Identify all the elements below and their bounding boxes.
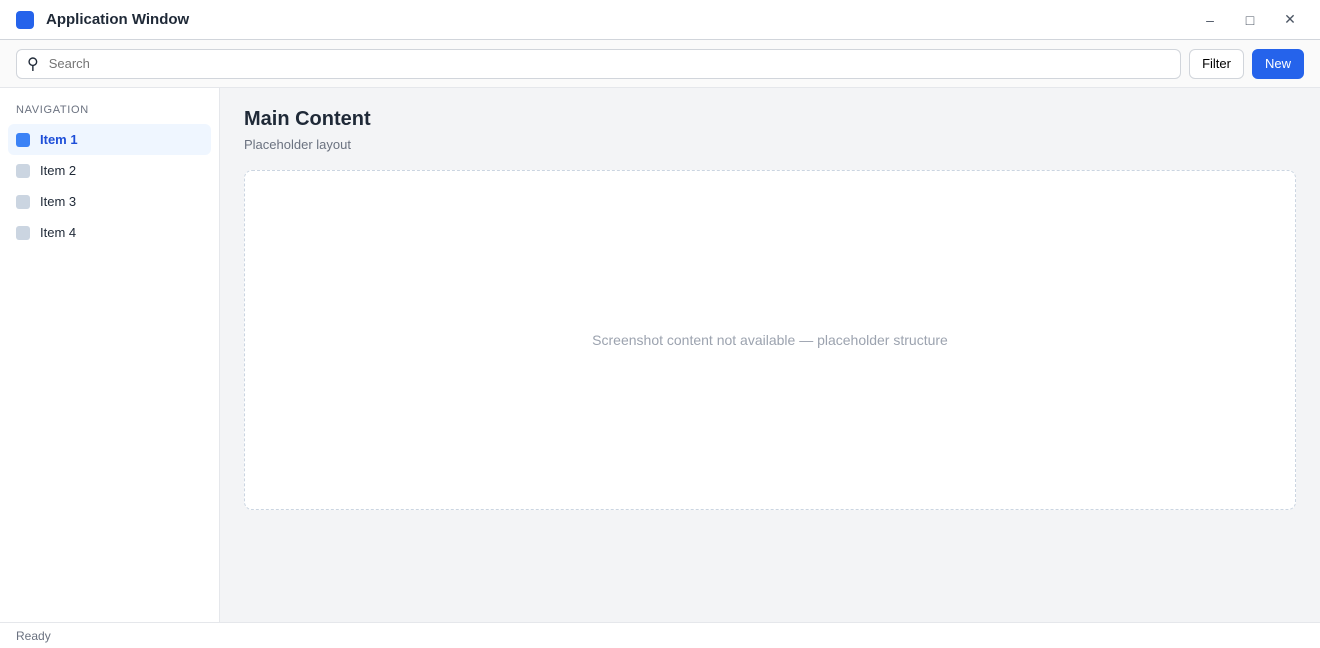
sidebar-item-3[interactable]: Item 3 xyxy=(8,186,211,217)
item-icon xyxy=(16,225,30,240)
item-icon xyxy=(16,194,30,209)
sidebar-item-label: Item 2 xyxy=(40,163,77,178)
toolbar: ⚲ Filter New xyxy=(0,40,1320,88)
page-subtitle: Placeholder layout xyxy=(244,137,351,152)
sidebar-item-label: Item 1 xyxy=(40,132,78,147)
sidebar-item-label: Item 3 xyxy=(40,194,77,209)
window-title: Application Window xyxy=(46,11,190,28)
filter-button[interactable]: Filter xyxy=(1189,48,1244,79)
status-bar: Ready xyxy=(0,622,1320,648)
app-icon xyxy=(16,10,34,29)
sidebar-item-1[interactable]: Item 1 xyxy=(8,124,211,155)
content-placeholder: Screenshot content not available — place… xyxy=(244,170,1296,510)
close-icon[interactable]: ✕ xyxy=(1284,11,1296,27)
sidebar-heading: Navigation xyxy=(16,104,89,116)
body: Navigation Item 1 Item 2 Item 3 Item 4 M… xyxy=(0,88,1320,622)
item-icon xyxy=(16,132,30,147)
page-title: Main Content xyxy=(244,108,371,130)
search-box[interactable]: ⚲ xyxy=(16,48,1182,79)
main-content: Main Content Placeholder layout Screensh… xyxy=(220,88,1320,622)
sidebar: Navigation Item 1 Item 2 Item 3 Item 4 xyxy=(0,88,220,622)
minimize-icon[interactable]: – xyxy=(1206,11,1214,28)
sidebar-item-2[interactable]: Item 2 xyxy=(8,155,211,186)
sidebar-item-label: Item 4 xyxy=(40,225,77,240)
search-input[interactable] xyxy=(46,55,1171,72)
status-text: Ready xyxy=(16,628,51,643)
new-button[interactable]: New xyxy=(1251,48,1304,79)
title-bar: Application Window – □ ✕ xyxy=(0,0,1320,40)
item-icon xyxy=(16,163,30,178)
sidebar-item-4[interactable]: Item 4 xyxy=(8,217,211,248)
maximize-icon[interactable]: □ xyxy=(1245,11,1255,28)
search-icon: ⚲ xyxy=(27,55,39,73)
